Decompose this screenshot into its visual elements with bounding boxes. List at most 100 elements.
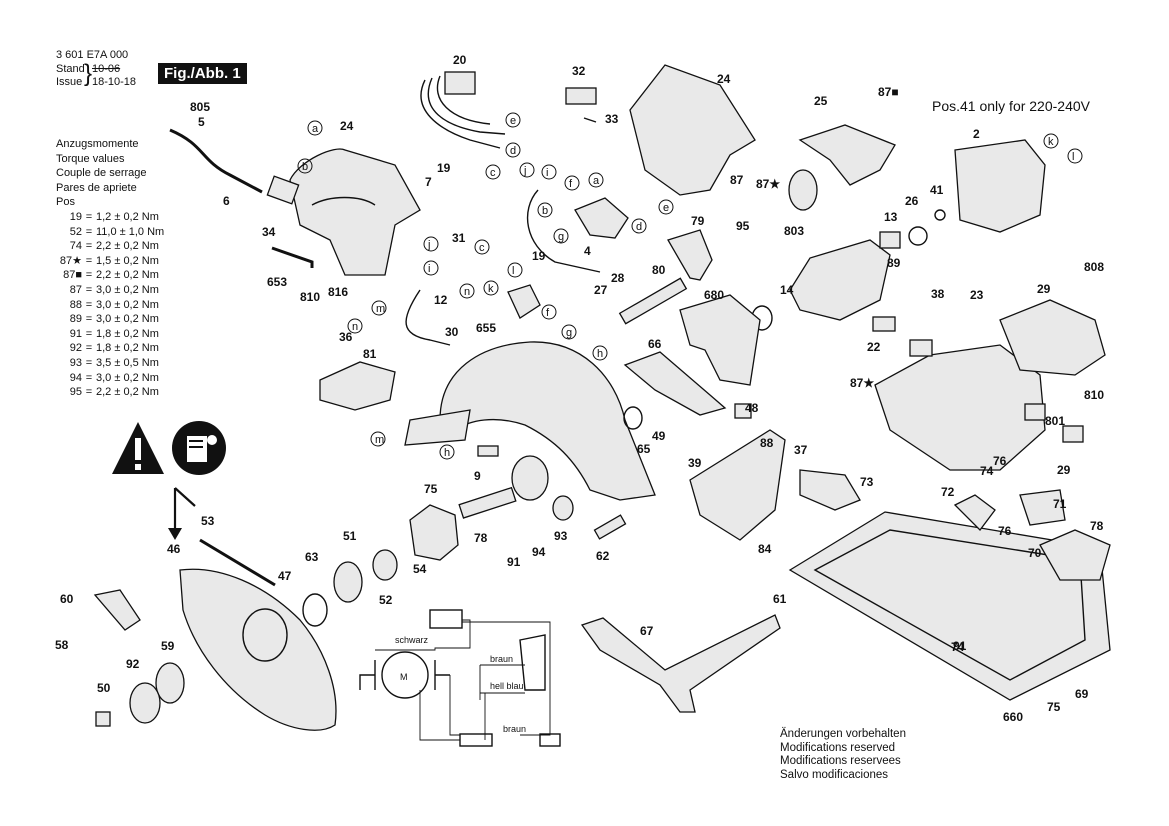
part-label: h: [597, 348, 603, 360]
wiring-diagram: M schwarz braun hell blau braun: [359, 609, 561, 747]
torque-title-es: Pares de apriete: [56, 181, 137, 194]
brush-holder-810b: [909, 339, 933, 357]
armature-803: [789, 239, 891, 321]
equals-sign: =: [85, 240, 93, 253]
part-label: 87★: [850, 376, 874, 390]
letter-circle: [658, 199, 674, 215]
read-manual-icon: [172, 421, 226, 475]
bearing-47: [372, 549, 398, 581]
torque-value: 1,5 ± 0,2 Nm: [96, 254, 159, 267]
figure-label: Fig./Abb. 1: [158, 63, 247, 84]
flange-51: [129, 682, 161, 724]
part-label: 75: [424, 482, 438, 496]
part-label: 810: [300, 290, 320, 304]
equals-sign: =: [85, 283, 93, 296]
part-label: g: [558, 231, 564, 243]
part-label: 9: [474, 469, 481, 483]
part-label: j: [523, 165, 526, 177]
part-label: 2: [973, 127, 980, 141]
torque-row: 94=3,0 ± 0,2 Nm: [56, 371, 164, 386]
part-label: f: [569, 178, 573, 190]
part-label: 22: [867, 340, 881, 354]
part-label: 34: [262, 225, 276, 239]
part-label: 87: [730, 173, 744, 187]
part-70: [1039, 529, 1111, 581]
lever-59: [93, 589, 141, 631]
torque-pos: 87: [69, 283, 82, 296]
motor-symbol: M: [400, 672, 408, 682]
cable-30: [405, 289, 451, 346]
torque-row: 88=3,0 ± 0,2 Nm: [56, 298, 164, 313]
part-label: m: [375, 434, 384, 446]
part-label: 87★: [756, 177, 780, 191]
torque-value: 2,2 ± 0,2 Nm: [96, 240, 159, 253]
wire-hellblau: hell blau: [490, 681, 524, 691]
part-label: 90: [0, 0, 14, 3]
letter-circle: [459, 283, 475, 299]
part-label: 6: [223, 194, 230, 208]
fan-part-87: [788, 169, 818, 211]
part-label: 59: [161, 639, 175, 653]
part-label: 24: [340, 119, 354, 133]
stand-label: Stand: [56, 63, 85, 75]
part-label: l: [512, 265, 514, 277]
torque-value: 3,0 ± 0,2 Nm: [96, 371, 159, 384]
power-cable: [169, 128, 263, 194]
part-label: 54: [413, 562, 427, 576]
issue-label: Issue: [56, 76, 83, 88]
part-label: n: [352, 321, 358, 333]
torque-row: 89=3,0 ± 0,2 Nm: [56, 312, 164, 327]
part-label: 78: [474, 531, 488, 545]
part-label: 680: [704, 288, 724, 302]
part-label: 29: [1057, 463, 1071, 477]
part-label: e: [663, 202, 669, 214]
part-label: 78: [1090, 519, 1104, 533]
part-label: 87■: [878, 85, 899, 99]
part-label: c: [479, 242, 485, 254]
part-label: k: [1048, 136, 1054, 148]
part-label: 60: [60, 592, 74, 606]
part-label: 50: [97, 681, 111, 695]
part-label: d: [636, 221, 642, 233]
blade-hole: [242, 608, 288, 662]
pos41-note: Pos.41 only for 220-240V: [932, 98, 1090, 114]
part-label: 7: [425, 175, 432, 189]
stand-date: 10-06: [92, 63, 121, 75]
part-label: b: [542, 205, 548, 217]
part-label: 89: [887, 256, 901, 270]
modifications-note: Änderungen vorbehalten Modifications res…: [780, 728, 906, 782]
base-plate-69: [788, 511, 1111, 701]
bracket-glyph: }: [84, 60, 93, 87]
part-37: [734, 403, 752, 419]
torque-row: 52=11,0 ± 1,0 Nm: [56, 225, 164, 240]
equals-sign: =: [85, 254, 93, 267]
part-label: 58: [55, 638, 69, 652]
part-label: 19: [532, 249, 546, 263]
part-label: 803: [784, 224, 804, 238]
gear-49: [511, 455, 549, 501]
torque-pos: 92: [69, 342, 82, 355]
part-label: 62: [596, 549, 610, 563]
part-32: [565, 87, 597, 105]
torque-title-de: Anzugsmomente: [56, 138, 139, 150]
part-label: 69: [1075, 687, 1089, 701]
part-label: 81: [363, 347, 377, 361]
brush-holder-810a: [872, 316, 896, 332]
bearing-26: [908, 226, 928, 246]
torque-pos: 19: [69, 210, 82, 223]
part-label: 14: [780, 283, 794, 297]
equals-sign: =: [85, 327, 93, 340]
part-label: 48: [745, 401, 759, 415]
part-label: 31: [452, 231, 466, 245]
part-13: [879, 231, 901, 249]
part-label: k: [488, 283, 494, 295]
label-9: [404, 409, 471, 446]
letter-circle: [561, 324, 577, 340]
part-label: 72: [941, 485, 955, 499]
part-76: [1019, 489, 1066, 526]
stator-2: [954, 139, 1046, 233]
part-label: 51: [343, 529, 357, 543]
torque-pos: 95: [69, 386, 82, 399]
torque-pos: 94: [69, 371, 82, 384]
part-label: 75: [1047, 700, 1061, 714]
